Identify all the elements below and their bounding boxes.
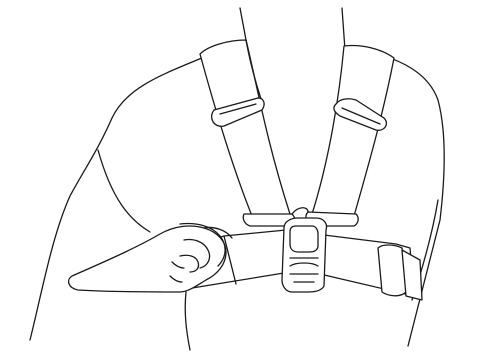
left-shoulder-strap	[200, 40, 290, 216]
buckle	[282, 218, 327, 292]
belt-adjuster	[378, 245, 422, 300]
right-shoulder-strap	[312, 46, 394, 217]
neck	[240, 8, 346, 76]
